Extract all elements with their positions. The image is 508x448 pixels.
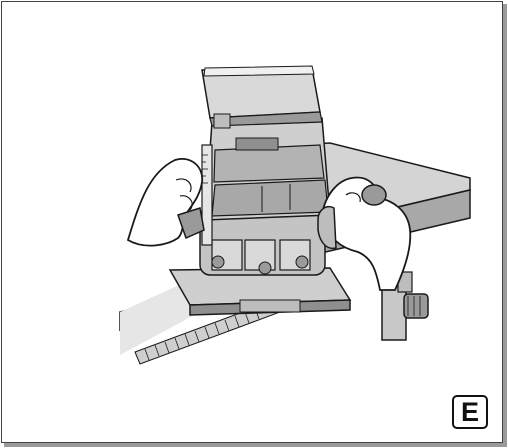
router-housing (204, 117, 331, 221)
router-motor-cap (201, 65, 323, 129)
router-lower-body (199, 214, 326, 276)
left-hand (126, 158, 205, 247)
figure-label-badge: E (452, 395, 488, 429)
frame-shadow-right (503, 4, 507, 446)
edge-guide (381, 271, 429, 341)
right-hand (317, 176, 412, 291)
frame-shadow-bottom (4, 443, 507, 447)
